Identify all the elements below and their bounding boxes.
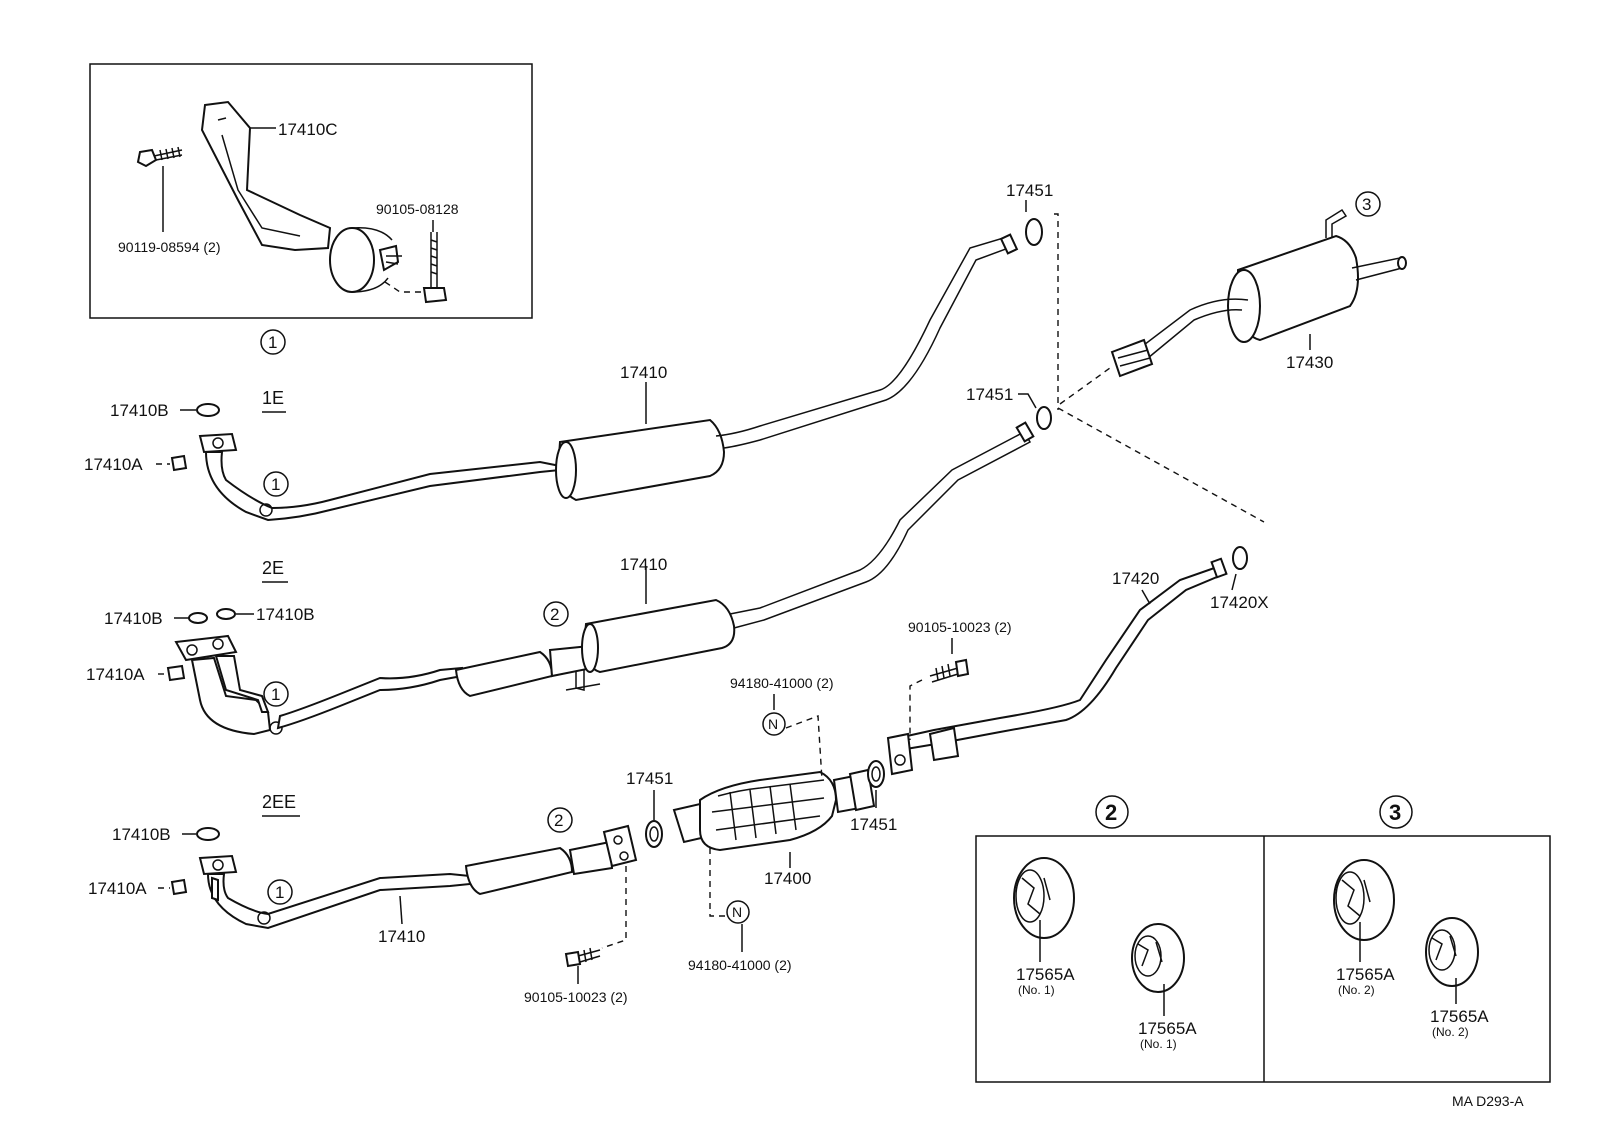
assembly-2EE: 2EE 17410B 17410A 1 2 17410 <box>88 792 638 949</box>
sub-17565A-3a: (No. 2) <box>1338 983 1375 997</box>
label-17565A-2a: 17565A <box>1016 965 1075 984</box>
label-17410-bot: 17410 <box>378 927 425 946</box>
label-17410B-3: 17410B <box>112 825 171 844</box>
gasket-17451-cat-right: 17451 <box>850 760 897 834</box>
label-94180-41000-bot: 94180-41000 (2) <box>688 957 792 973</box>
label-17410-top: 17410 <box>620 363 667 382</box>
nut-callout-top: 94180-41000 (2) N <box>730 675 834 781</box>
muffler-1E <box>556 418 726 502</box>
label-17410C: 17410C <box>278 120 338 139</box>
hanger-2b-icon <box>1131 923 1185 993</box>
callout-2-bot: 2 <box>554 811 563 830</box>
label-90119-08594: 90119-08594 (2) <box>118 239 220 255</box>
callout-1-top: 1 <box>271 475 280 494</box>
label-17565A-3a: 17565A <box>1336 965 1395 984</box>
nut-icon <box>170 454 188 472</box>
hanger-panels: 2 3 17565A (No. 1) 17565A (No. 1) 17565A <box>975 795 1551 1083</box>
alignment-line-2 <box>1059 367 1111 405</box>
callout-3-top: 3 <box>1362 195 1371 214</box>
label-94180-41000-top: 94180-41000 (2) <box>730 675 834 691</box>
label-90105-08128: 90105-08128 <box>376 201 459 217</box>
assembly-2E: 2E 17410B 17410B 17410A 1 2 17410 <box>86 385 1052 736</box>
bolt-cat-bot: 90105-10023 (2) <box>524 947 628 1005</box>
diagram-code: MA D293-A <box>1452 1093 1524 1109</box>
muffler-2E <box>582 598 736 674</box>
callout-2-mid: 2 <box>550 605 559 624</box>
panel-3-title: 3 <box>1389 800 1401 825</box>
inset-detail-1: 17410C 90119-08594 (2) 90105-08128 1 <box>89 63 533 355</box>
label-17400: 17400 <box>764 869 811 888</box>
callout-1-mid: 1 <box>271 685 280 704</box>
gasket-17451-cat-left: 17451 <box>626 769 673 848</box>
label-17410B-1: 17410B <box>110 401 169 420</box>
sub-17565A-2b: (No. 1) <box>1140 1037 1177 1051</box>
label-90105-10023-top: 90105-10023 (2) <box>908 619 1012 635</box>
engine-label-2EE: 2EE <box>262 792 296 812</box>
pre-muffler-2EE <box>464 846 574 896</box>
hanger-3b-icon <box>1425 917 1479 987</box>
label-17451-cat-left: 17451 <box>626 769 673 788</box>
callout-1-bot: 1 <box>275 883 284 902</box>
engine-label-2E: 2E <box>262 558 284 578</box>
alignment-line <box>1057 407 1265 523</box>
label-17420X: 17420X <box>1210 593 1269 612</box>
label-17410B-2b: 17410B <box>256 605 315 624</box>
bolt-icon <box>136 146 183 168</box>
nut-icon-bot: N <box>732 904 742 920</box>
engine-label-1E: 1E <box>262 388 284 408</box>
bracket-shape <box>200 100 332 252</box>
label-90105-10023-bot: 90105-10023 (2) <box>524 989 628 1005</box>
label-17410B-2a: 17410B <box>104 609 163 628</box>
label-17565A-3b: 17565A <box>1430 1007 1489 1026</box>
nut-callout-bot: N 94180-41000 (2) <box>688 848 792 973</box>
hanger-2a-icon <box>1013 857 1075 939</box>
assembly-1E: 1E 17410B 17410A 1 17410 17451 <box>84 181 1059 522</box>
label-17410-mid: 17410 <box>620 555 667 574</box>
sub-17565A-3b: (No. 2) <box>1432 1025 1469 1039</box>
gasket-icon <box>196 403 220 417</box>
label-17410A-1: 17410A <box>84 455 143 474</box>
ref-circle-1: 1 <box>268 333 277 352</box>
label-17410A-3: 17410A <box>88 879 147 898</box>
label-17451-cat-right: 17451 <box>850 815 897 834</box>
panel-2-title: 2 <box>1105 800 1117 825</box>
tail-muffler-17430: 3 17430 <box>1110 191 1407 378</box>
label-17451-mid: 17451 <box>966 385 1013 404</box>
nut-icon-top: N <box>768 716 778 732</box>
label-17565A-2b: 17565A <box>1138 1019 1197 1038</box>
label-17410A-2: 17410A <box>86 665 145 684</box>
label-17451-top: 17451 <box>1006 181 1053 200</box>
sub-17565A-2a: (No. 1) <box>1018 983 1055 997</box>
clamp-bolt-icon <box>422 232 448 304</box>
clamp-icon <box>329 227 402 293</box>
label-17430: 17430 <box>1286 353 1333 372</box>
tail-pipe-17420: 17420 17420X <box>886 546 1269 776</box>
hanger-3a-icon <box>1333 859 1395 941</box>
bolt-cat-top: 90105-10023 (2) <box>908 619 1012 740</box>
gasket-17451-top <box>1025 218 1043 246</box>
catalytic-converter-17400: 17400 <box>672 768 876 888</box>
pre-muffler-2E <box>454 650 554 698</box>
label-17420: 17420 <box>1112 569 1159 588</box>
